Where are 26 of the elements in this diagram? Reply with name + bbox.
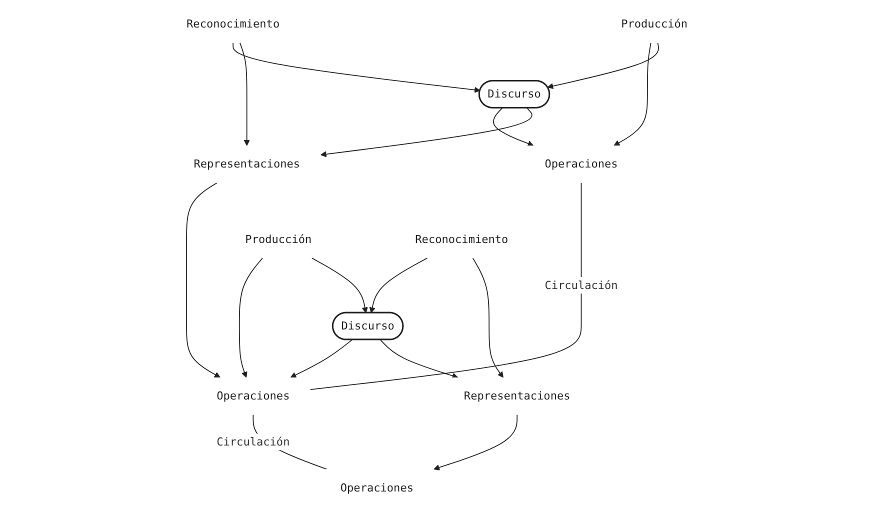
- arrow: [186, 182, 221, 378]
- arrow: [494, 108, 534, 146]
- node-text: Reconocimiento: [186, 17, 280, 30]
- arrow: [240, 42, 250, 146]
- node-text: Reconocimiento: [416, 232, 509, 246]
- arrow: [548, 42, 660, 90]
- connector: [310, 182, 582, 390]
- arrow: [434, 414, 518, 470]
- arrow: [290, 339, 353, 378]
- arrow: [312, 258, 368, 314]
- arrow: [614, 42, 652, 146]
- arrow: [239, 258, 264, 378]
- arrow: [320, 108, 533, 158]
- arrow: [380, 339, 459, 379]
- node-text: Representaciones: [194, 157, 300, 170]
- arrow: [233, 42, 481, 93]
- node-text: Producción: [246, 232, 312, 246]
- edge-label: Circulación: [545, 278, 618, 292]
- node-text: Operaciones: [340, 480, 414, 494]
- node-text: Producción: [622, 17, 688, 30]
- node-text: Operaciones: [217, 389, 290, 402]
- node-text: Operaciones: [545, 157, 618, 170]
- edge-label: Circulación: [217, 435, 290, 448]
- arrow: [472, 258, 504, 378]
- arrow: [370, 258, 428, 314]
- node-text: Representaciones: [464, 389, 571, 402]
